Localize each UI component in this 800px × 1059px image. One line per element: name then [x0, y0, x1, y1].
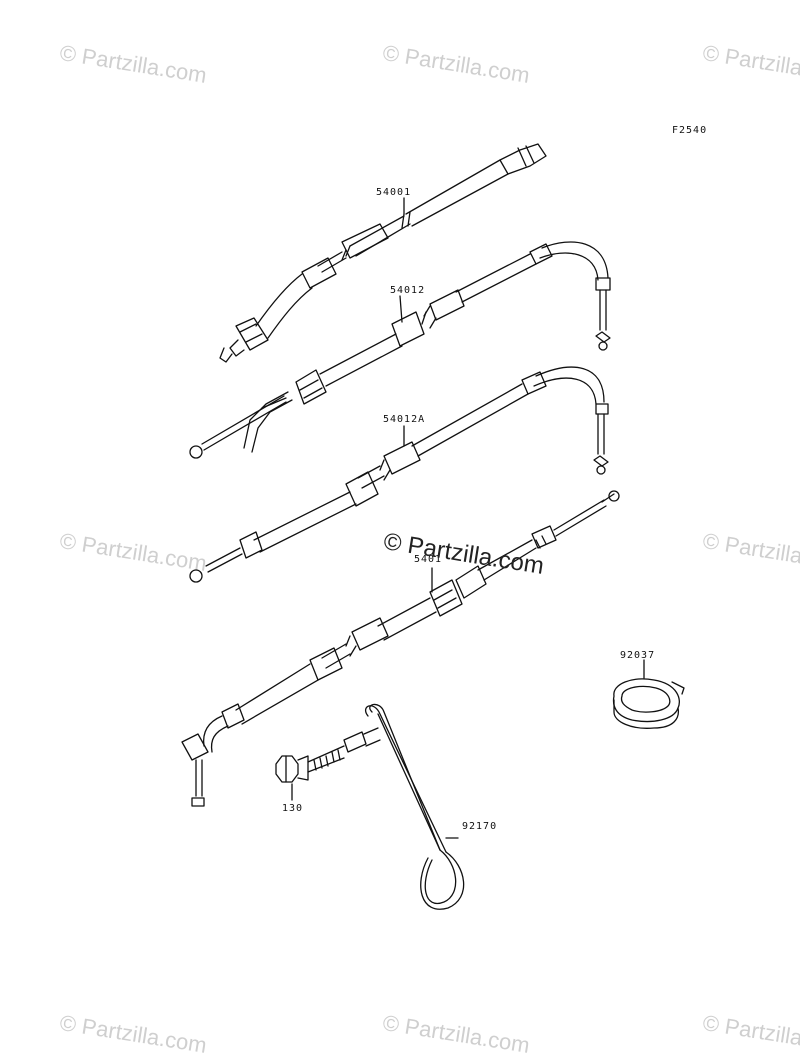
- part-label-54012A[interactable]: 54012A: [383, 414, 426, 425]
- part-label-54001[interactable]: 54001: [376, 187, 412, 198]
- speedometer-cable-54001: [219, 143, 547, 363]
- cable-5401: [181, 490, 620, 807]
- throttle-cable-54012: [189, 241, 611, 459]
- bolt-130: [275, 745, 345, 801]
- part-label-92037[interactable]: 92037: [620, 650, 656, 661]
- part-label-92170[interactable]: 92170: [462, 821, 498, 832]
- diagram-code: F2540: [672, 125, 708, 136]
- bracket-92170: [343, 703, 465, 910]
- part-label-5401[interactable]: 5401: [414, 554, 443, 565]
- grommet-92037: [612, 659, 685, 729]
- throttle-cable-54012A: [189, 366, 609, 583]
- part-label-130[interactable]: 130: [282, 803, 304, 814]
- part-label-54012[interactable]: 54012: [390, 285, 426, 296]
